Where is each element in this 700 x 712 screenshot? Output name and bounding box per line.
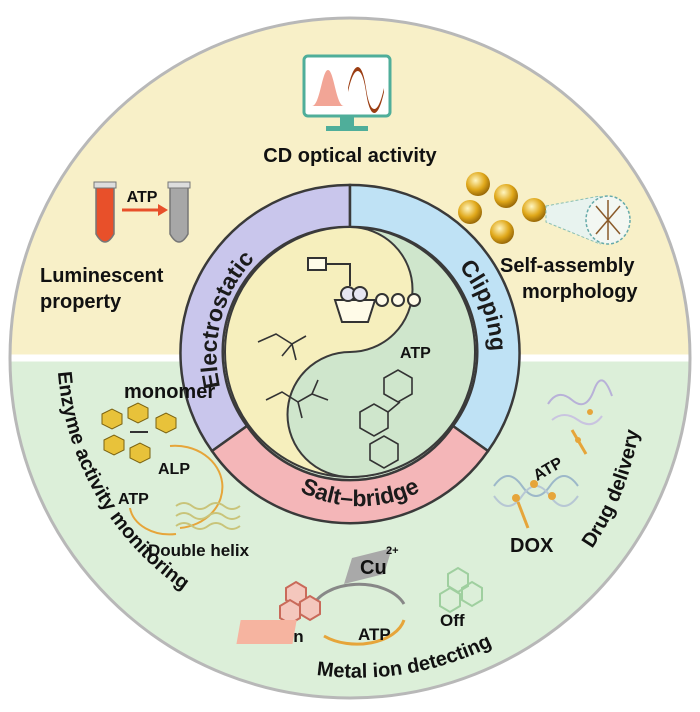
atp-cycle-label: ATP <box>118 491 149 508</box>
nanoparticles-icon <box>458 172 631 245</box>
basket-molecule-icon <box>307 257 421 323</box>
aromatic-molecule-icon <box>359 369 413 469</box>
interaction-ring <box>179 183 521 525</box>
cu-ion-badge <box>344 548 392 584</box>
self-assembly-label-line2: morphology <box>522 281 638 303</box>
double-helix-icon <box>175 502 241 530</box>
atp-box <box>236 620 297 644</box>
luminescent-label-line2: property <box>40 291 122 313</box>
ring-segment-salt-bridge <box>210 424 490 525</box>
monomer-label: monomer <box>124 381 215 403</box>
center-atp-label: ATP <box>400 345 431 362</box>
yin-yang-center: ATP <box>224 226 476 479</box>
self-assembly-label-line1: Self-assembly <box>500 255 635 277</box>
cu-charge-label: 2+ <box>386 545 399 557</box>
atp-arrow <box>129 507 177 536</box>
dox-label: DOX <box>510 535 554 557</box>
ring-segment-electrostatic <box>179 183 352 453</box>
cd-optical-activity-label: CD optical activity <box>263 145 437 167</box>
dna-helix-icon <box>493 475 579 529</box>
drug-carrier-icon <box>547 379 613 455</box>
cu-arrow-top <box>310 582 406 609</box>
cu-ion-label: Cu <box>360 557 387 579</box>
tube-atp-label: ATP <box>127 189 158 206</box>
alp-label: ALP <box>158 461 190 478</box>
alp-arrow <box>169 444 224 529</box>
cd-monitor-icon <box>302 54 392 131</box>
outer-border <box>8 16 692 700</box>
sensor-on-icon <box>279 580 321 626</box>
guanidinium-molecule-icon <box>265 379 329 419</box>
luminescent-label-line1: Luminescent <box>40 265 164 287</box>
monomer-icon <box>101 402 177 464</box>
ring-segment-clipping <box>348 183 521 453</box>
double-helix-label: Double helix <box>148 541 250 560</box>
atp-box-label: ATP <box>358 625 391 644</box>
ammonium-molecule-icon <box>257 333 307 361</box>
luminescent-tubes-icon <box>93 181 191 243</box>
off-label: Off <box>440 611 465 630</box>
sensor-off-icon <box>439 566 483 614</box>
cu-arrow-bottom <box>323 619 406 646</box>
